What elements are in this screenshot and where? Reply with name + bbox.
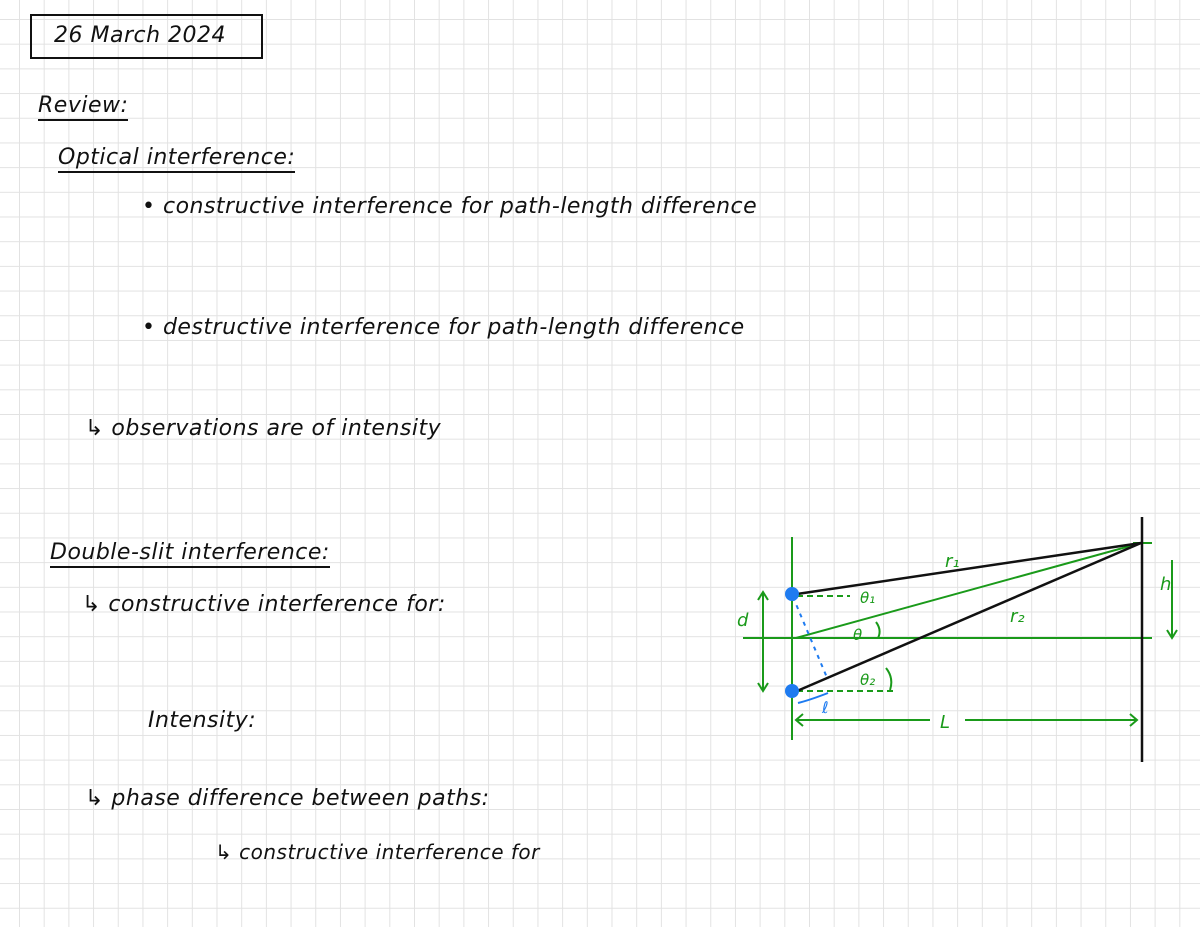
label-L: L [940, 712, 950, 733]
date: 26 March 2024 [54, 23, 227, 48]
constructive-for-2: ↳ constructive interference for [215, 840, 540, 864]
double-slit-heading: Double-slit interference: [50, 540, 330, 568]
ray-r1 [796, 541, 1142, 596]
slit-bottom [785, 684, 799, 698]
bullet-destructive: • destructive interference for path-leng… [142, 315, 745, 340]
label-r1: r₁ [945, 551, 960, 572]
review-heading: Review: [38, 93, 129, 121]
label-d: d [737, 610, 749, 631]
label-ell: ℓ [821, 698, 829, 717]
center-ray [795, 542, 1142, 639]
observations-note: ↳ observations are of intensity [85, 416, 442, 441]
path-difference-line [792, 596, 829, 681]
date-box: 26 March 2024 [30, 14, 263, 59]
optical-heading: Optical interference: [58, 145, 296, 173]
phase-difference: ↳ phase difference between paths: [85, 786, 490, 811]
label-theta1: θ₁ [860, 589, 875, 607]
label-r2: r₂ [1010, 606, 1025, 627]
label-theta2: θ₂ [860, 671, 875, 689]
constructive-for: ↳ constructive interference for: [82, 592, 446, 617]
label-theta: θ [853, 626, 862, 644]
label-h: h [1160, 574, 1171, 595]
ray-r2 [796, 541, 1142, 693]
intensity-label: Intensity: [148, 708, 257, 733]
bullet-constructive: • constructive interference for path-len… [142, 194, 758, 219]
slit-top [785, 587, 799, 601]
